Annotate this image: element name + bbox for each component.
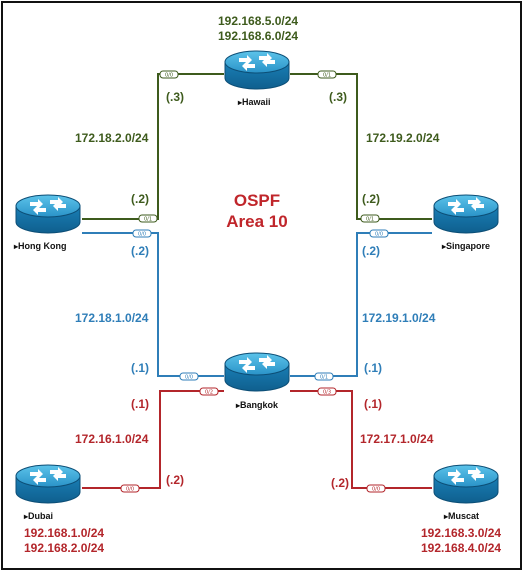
port-tag-bangkok-right: 0/1 [314,372,334,381]
host-id-dubai-port: (.2) [166,473,184,487]
port-tag-bangkok-bottom-left: 0/2 [199,387,219,396]
port-tag-hawaii-left: 0/0 [159,70,179,79]
network-hawaii-lan-2: 192.168.6.0/24 [218,29,299,43]
port-label-bangkok-bottom-right: 0/3 [323,390,331,396]
router-name-hawaii: Hawaii [238,97,271,107]
host-id-bangkok-bottom-left: (.1) [131,397,149,411]
port-tag-bangkok-left: 0/0 [179,372,199,381]
port-tag-bangkok-bottom-right: 0/3 [317,387,337,396]
network-sg-hawaii: 172.19.2.0/24 [366,131,440,145]
link-hongkong-bangkok [82,232,224,377]
link-bangkok-singapore [290,232,432,377]
port-label-hawaii-left: 0/0 [165,73,173,79]
router-name-singapore: Singapore [442,241,490,251]
port-tag-hawaii-right: 0/1 [317,70,337,79]
port-label-bangkok-bottom-left: 0/2 [205,390,213,396]
router-name-muscat: Muscat [444,511,479,521]
router-icon-singapore [433,194,499,234]
host-id-sg-top: (.2) [362,192,380,206]
port-label-singapore-top: 0/1 [366,217,374,223]
title-area: Area 10 [226,212,288,231]
port-label-singapore-bottom: 0/0 [375,232,383,238]
network-hk-bangkok: 172.18.1.0/24 [75,311,149,325]
network-dubai-lan-1: 192.168.1.0/24 [24,526,105,540]
router-name-hongkong: Hong Kong [14,241,67,251]
port-label-hawaii-right: 0/1 [323,73,331,79]
port-tag-muscat: 0/0 [366,484,386,493]
host-id-bangkok-left: (.1) [131,361,149,375]
network-hk-hawaii: 172.18.2.0/24 [75,131,149,145]
router-icon-bangkok [224,352,290,392]
host-id-muscat-port: (.2) [331,476,349,490]
network-muscat-lan-2: 192.168.4.0/24 [421,541,502,555]
host-id-hawaii-left: (.3) [166,90,184,104]
link-hongkong-hawaii [82,73,224,220]
port-tag-hongkong-bottom: 0/0 [132,229,152,238]
port-label-hongkong-bottom: 0/0 [138,232,146,238]
port-tag-dubai: 0/0 [120,484,140,493]
router-name-bangkok: Bangkok [236,400,278,410]
network-dubai-bangkok: 172.16.1.0/24 [75,432,149,446]
area-title: OSPF Area 10 [197,190,317,232]
port-tag-hongkong-top: 0/1 [138,214,158,223]
host-id-hk-top: (.2) [131,192,149,206]
port-label-dubai: 0/0 [126,487,134,493]
port-tag-singapore-bottom: 0/0 [369,229,389,238]
network-muscat-lan-1: 192.168.3.0/24 [421,526,502,540]
port-label-muscat: 0/0 [372,487,380,493]
host-id-bangkok-bottom-right: (.1) [364,397,382,411]
host-id-hk-bottom: (.2) [131,244,149,258]
port-label-bangkok-left: 0/0 [185,375,193,381]
port-label-hongkong-top: 0/1 [144,217,152,223]
network-dubai-lan-2: 192.168.2.0/24 [24,541,105,555]
title-protocol: OSPF [233,191,281,210]
port-tag-singapore-top: 0/1 [360,214,380,223]
router-name-dubai: Dubai [24,511,53,521]
network-muscat-bangkok: 172.17.1.0/24 [360,432,434,446]
router-icon-hawaii [224,50,290,90]
network-sg-bangkok: 172.19.1.0/24 [362,311,436,325]
router-icon-hongkong [15,194,81,234]
router-icon-dubai [15,464,81,504]
host-id-bangkok-right: (.1) [364,361,382,375]
router-icon-muscat [433,464,499,504]
host-id-sg-bottom: (.2) [362,244,380,258]
network-hawaii-lan-1: 192.168.5.0/24 [218,14,299,28]
port-label-bangkok-right: 0/1 [320,375,328,381]
host-id-hawaii-right: (.3) [329,90,347,104]
